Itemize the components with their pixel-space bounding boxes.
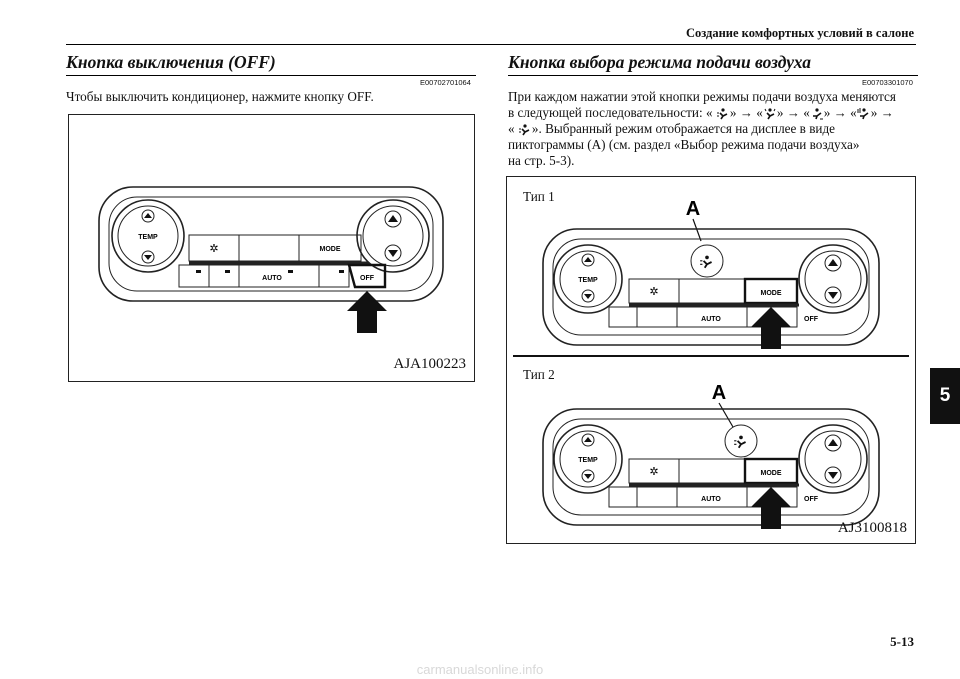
type1-off-label: OFF bbox=[804, 316, 819, 323]
type1-temp-label: TEMP bbox=[578, 277, 598, 284]
mode-face-icon bbox=[716, 108, 730, 120]
left-figure-code: AJA100223 bbox=[393, 356, 466, 372]
mode-face-feet-icon bbox=[763, 108, 777, 120]
type2-label: Тип 2 bbox=[523, 367, 555, 382]
type1-auto-label: AUTO bbox=[701, 316, 721, 323]
svg-text:✲: ✲ bbox=[209, 243, 218, 255]
svg-text:✲: ✲ bbox=[649, 286, 658, 298]
right-line-4: пиктограммы (A) (см. раздел «Выбор режим… bbox=[508, 137, 860, 152]
type2-pointer-arrow bbox=[751, 487, 791, 529]
right-line-5: на стр. 5-3). bbox=[508, 153, 575, 168]
type1-pointer-arrow bbox=[751, 307, 791, 349]
right-code: E00703301070 bbox=[862, 78, 913, 87]
right-line-3: « ». Выбранный режим отображается на дис… bbox=[508, 121, 836, 136]
left-heading-rule bbox=[66, 75, 476, 76]
left-off-label: OFF bbox=[360, 275, 375, 282]
type1-label: Тип 1 bbox=[523, 189, 555, 204]
left-temp-label: TEMP bbox=[138, 234, 158, 241]
right-heading: Кнопка выбора режима подачи воздуха bbox=[508, 52, 812, 72]
left-text: Чтобы выключить кондиционер, нажмите кно… bbox=[66, 89, 374, 104]
right-figure-code: AJ3100818 bbox=[837, 520, 907, 536]
section-tab: 5 bbox=[930, 368, 960, 424]
left-code: E00702701064 bbox=[420, 78, 471, 87]
type2-temp-label: TEMP bbox=[578, 457, 598, 464]
left-panel-drawing: TEMP ✲ MODE AUTO OFF bbox=[98, 186, 444, 333]
type-divider bbox=[513, 355, 909, 357]
right-heading-rule bbox=[508, 75, 918, 76]
left-pointer-arrow bbox=[347, 291, 387, 333]
left-figure: TEMP ✲ MODE AUTO OFF AJA100223 bbox=[68, 114, 475, 382]
svg-text:✲: ✲ bbox=[649, 466, 658, 478]
header-rule bbox=[66, 44, 916, 45]
left-heading: Кнопка выключения (OFF) bbox=[66, 52, 276, 72]
type2-panel-drawing: A TEMP ✲ MODE AUTO OFF bbox=[542, 382, 880, 529]
right-line-2: в следующей последовательности: « » → «»… bbox=[508, 105, 894, 120]
right-line-1: При каждом нажатии этой кнопки режимы по… bbox=[508, 89, 896, 104]
type2-mode-label: MODE bbox=[761, 470, 782, 477]
type2-callout: A bbox=[712, 382, 726, 404]
page-number: 5-13 bbox=[890, 634, 914, 649]
type2-off-label: OFF bbox=[804, 496, 819, 503]
header-title: Создание комфортных условий в салоне bbox=[685, 26, 914, 40]
type1-panel-drawing: A TEMP ✲ MODE AUTO OFF bbox=[542, 198, 880, 349]
type1-callout: A bbox=[686, 198, 700, 220]
mode-feet-icon bbox=[810, 108, 824, 120]
type2-auto-label: AUTO bbox=[701, 496, 721, 503]
left-auto-label: AUTO bbox=[262, 275, 282, 282]
type1-mode-label: MODE bbox=[761, 290, 782, 297]
right-figure: Тип 1 Тип 2 A TEMP ✲ MODE AUTO OFF A bbox=[506, 176, 916, 544]
mode-face-icon-repeat bbox=[518, 124, 532, 136]
left-mode-label: MODE bbox=[320, 246, 341, 253]
watermark: carmanualsonline.info bbox=[416, 662, 544, 677]
mode-feet-defrost-icon bbox=[857, 108, 871, 120]
